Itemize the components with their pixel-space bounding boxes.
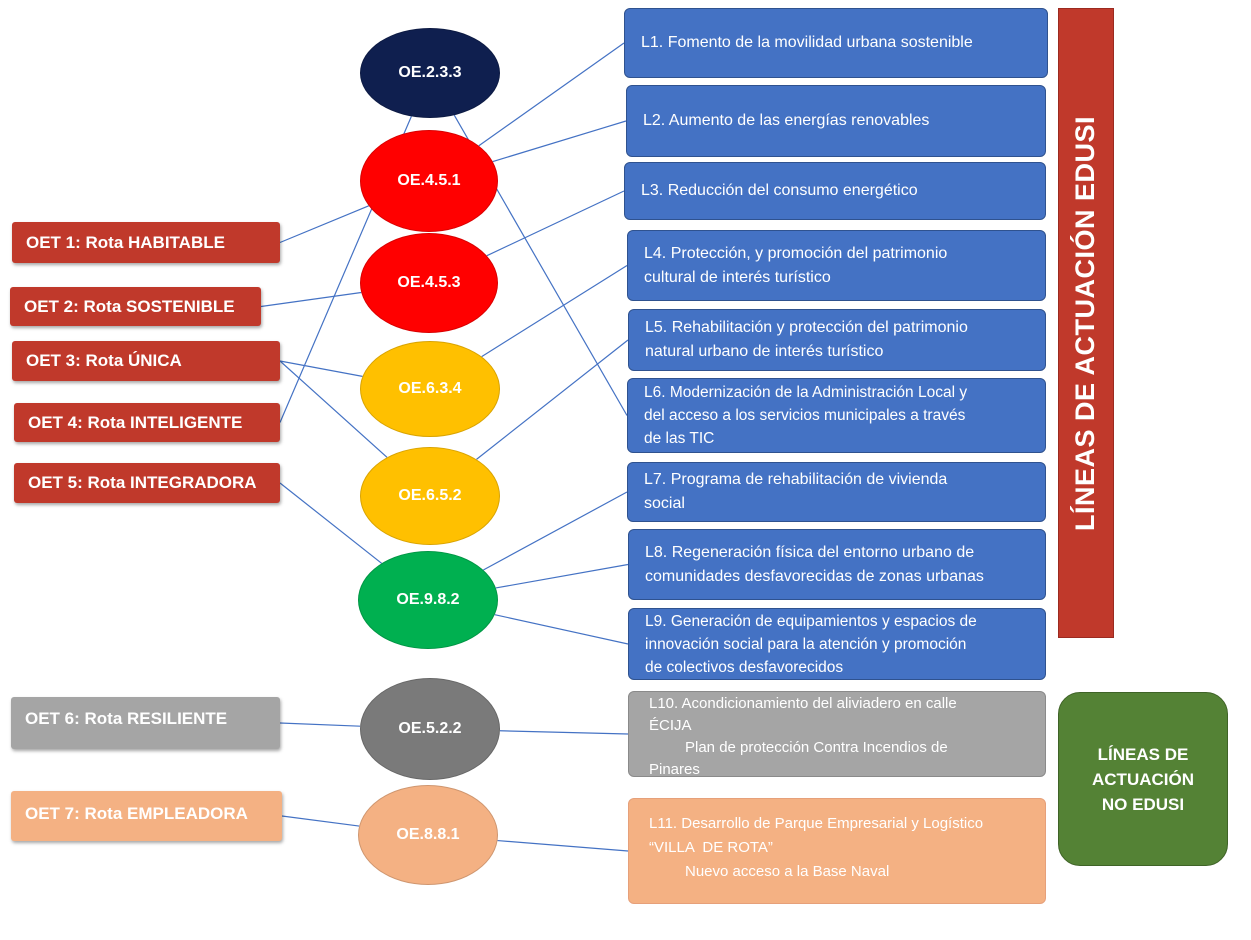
connector-oe634-l4 <box>481 264 628 358</box>
action-line-l3: L3. Reducción del consumo energético <box>624 162 1046 220</box>
oet-3-box: OET 3: Rota ÚNICA <box>12 341 280 381</box>
oet-2-box: OET 2: Rota SOSTENIBLE <box>10 287 261 326</box>
oe-6-5-2-label: OE.6.5.2 <box>398 487 462 504</box>
connector-oe451-l1 <box>478 42 625 147</box>
oe-5-2-2-ellipse: OE.5.2.2 <box>360 678 500 780</box>
oet-7-box: OET 7: Rota EMPLEADORA <box>11 791 282 841</box>
connector-oe982-l7 <box>483 491 628 571</box>
l10-text-3: Plan de protección Contra Incendios de <box>685 739 948 756</box>
oet-5-box: OET 5: Rota INTEGRADORA <box>14 463 280 503</box>
no-edusi-line-3: NO EDUSI <box>1101 794 1185 814</box>
l6-text-3: de las TIC <box>644 430 715 447</box>
l7-text-1: L7. Programa de rehabilitación de vivien… <box>644 471 948 488</box>
edusi-banner-label: LÍNEAS DE ACTUACIÓN EDUSI <box>1070 115 1101 531</box>
oe-8-8-1-label: OE.8.8.1 <box>396 826 460 843</box>
oet-3-label: OET 3: Rota ÚNICA <box>26 351 182 370</box>
connector-oe451-l2 <box>492 120 627 163</box>
connector-oet3-oe634 <box>279 360 363 377</box>
oe-9-8-2-ellipse: OE.9.8.2 <box>358 551 498 649</box>
l11-text-1: L11. Desarrollo de Parque Empresarial y … <box>649 815 984 832</box>
oe-4-5-1-label: OE.4.5.1 <box>397 172 461 189</box>
l10-text-2: ÉCIJA <box>649 717 692 734</box>
oet-2-label: OET 2: Rota SOSTENIBLE <box>24 296 235 316</box>
l4-text-2: cultural de interés turístico <box>644 268 831 286</box>
connector-oet6-oe522 <box>279 722 361 727</box>
action-line-l9: L9. Generación de equipamientos y espaci… <box>628 608 1046 680</box>
l2-text-1: L2. Aumento de las energías renovables <box>643 112 930 129</box>
action-line-l1: L1. Fomento de la movilidad urbana soste… <box>624 8 1048 78</box>
l6-text-1: L6. Modernización de la Administración L… <box>644 384 968 401</box>
l6-text-2: del acceso a los servicios municipales a… <box>644 407 966 424</box>
oe-2-3-3-ellipse: OE.2.3.3 <box>360 28 500 118</box>
l9-text-1: L9. Generación de equipamientos y espaci… <box>645 612 977 630</box>
oet-5-label: OET 5: Rota INTEGRADORA <box>28 473 257 492</box>
edusi-vertical-banner: LÍNEAS DE ACTUACIÓN EDUSI <box>1058 8 1114 638</box>
oet-4-label: OET 4: Rota INTELIGENTE <box>28 412 243 432</box>
action-line-l10: L10. Acondicionamiento del aliviadero en… <box>628 691 1046 778</box>
oet-1-box: OET 1: Rota HABITABLE <box>12 222 280 263</box>
l1-text-1: L1. Fomento de la movilidad urbana soste… <box>641 34 973 51</box>
connector-oet3-oe652 <box>279 360 388 458</box>
oet-6-box: OET 6: Rota RESILIENTE <box>11 697 280 749</box>
connector-oe453-l3 <box>486 190 625 257</box>
oe-9-8-2-label: OE.9.8.2 <box>396 591 460 608</box>
l11-text-2: “VILLA DE ROTA” <box>649 839 773 856</box>
l4-text-1: L4. Protección, y promoción del patrimon… <box>644 244 948 262</box>
connector-oe982-l8 <box>495 563 629 589</box>
l3-text-1: L3. Reducción del consumo energético <box>641 182 918 199</box>
oet-1-label: OET 1: Rota HABITABLE <box>26 232 225 252</box>
action-line-l5: L5. Rehabilitación y protección del patr… <box>628 309 1046 371</box>
l10-text-4: Pinares <box>649 761 700 778</box>
no-edusi-line-1: LÍNEAS DE <box>1097 744 1189 764</box>
oe-5-2-2-label: OE.5.2.2 <box>398 720 462 737</box>
l10-text-1: L10. Acondicionamiento del aliviadero en… <box>649 695 957 712</box>
connector-oe881-l11 <box>497 839 629 852</box>
connector-oe982-l9 <box>494 614 629 645</box>
l8-text-1: L8. Regeneración física del entorno urba… <box>645 543 975 561</box>
l9-text-3: de colectivos desfavorecidos <box>645 658 844 676</box>
connector-oet7-oe881 <box>281 815 360 827</box>
action-line-l8: L8. Regeneración física del entorno urba… <box>628 529 1046 600</box>
action-line-l7: L7. Programa de rehabilitación de vivien… <box>627 462 1046 522</box>
oet-6-label: OET 6: Rota RESILIENTE <box>25 709 228 728</box>
l8-text-2: comunidades desfavorecidas de zonas urba… <box>645 567 984 585</box>
oet-7-label: OET 7: Rota EMPLEADORA <box>25 804 248 823</box>
oet-4-box: OET 4: Rota INTELIGENTE <box>14 403 280 442</box>
no-edusi-line-2: ACTUACIÓN <box>1092 769 1194 789</box>
l5-text-1: L5. Rehabilitación y protección del patr… <box>645 319 968 336</box>
no-edusi-box: LÍNEAS DE ACTUACIÓN NO EDUSI <box>1058 692 1228 866</box>
connector-oet1-oe451 <box>279 205 369 244</box>
oe-4-5-3-ellipse: OE.4.5.3 <box>360 233 498 333</box>
action-line-l2: L2. Aumento de las energías renovables <box>626 85 1046 157</box>
oe-6-5-2-ellipse: OE.6.5.2 <box>360 447 500 545</box>
action-line-l4: L4. Protección, y promoción del patrimon… <box>627 230 1046 301</box>
action-line-l11: L11. Desarrollo de Parque Empresarial y … <box>628 798 1046 904</box>
connector-oet5-oe982 <box>279 482 382 564</box>
oe-2-3-3-label: OE.2.3.3 <box>398 64 462 81</box>
oe-8-8-1-ellipse: OE.8.8.1 <box>358 785 498 885</box>
connector-oe652-l5 <box>476 339 629 460</box>
connector-oet2-oe453 <box>260 291 362 308</box>
l11-text-3: Nuevo acceso a la Base Naval <box>685 863 890 880</box>
oe-4-5-3-label: OE.4.5.3 <box>397 274 461 291</box>
oe-6-3-4-label: OE.6.3.4 <box>398 380 462 397</box>
oe-4-5-1-ellipse: OE.4.5.1 <box>360 130 498 232</box>
action-line-l6: L6. Modernización de la Administración L… <box>627 378 1046 453</box>
l7-text-2: social <box>644 495 685 512</box>
l5-text-2: natural urbano de interés turístico <box>645 343 884 360</box>
l9-text-2: innovación social para la atención y pro… <box>645 635 967 653</box>
oe-6-3-4-ellipse: OE.6.3.4 <box>360 341 500 437</box>
connector-oe522-l10 <box>499 730 629 735</box>
